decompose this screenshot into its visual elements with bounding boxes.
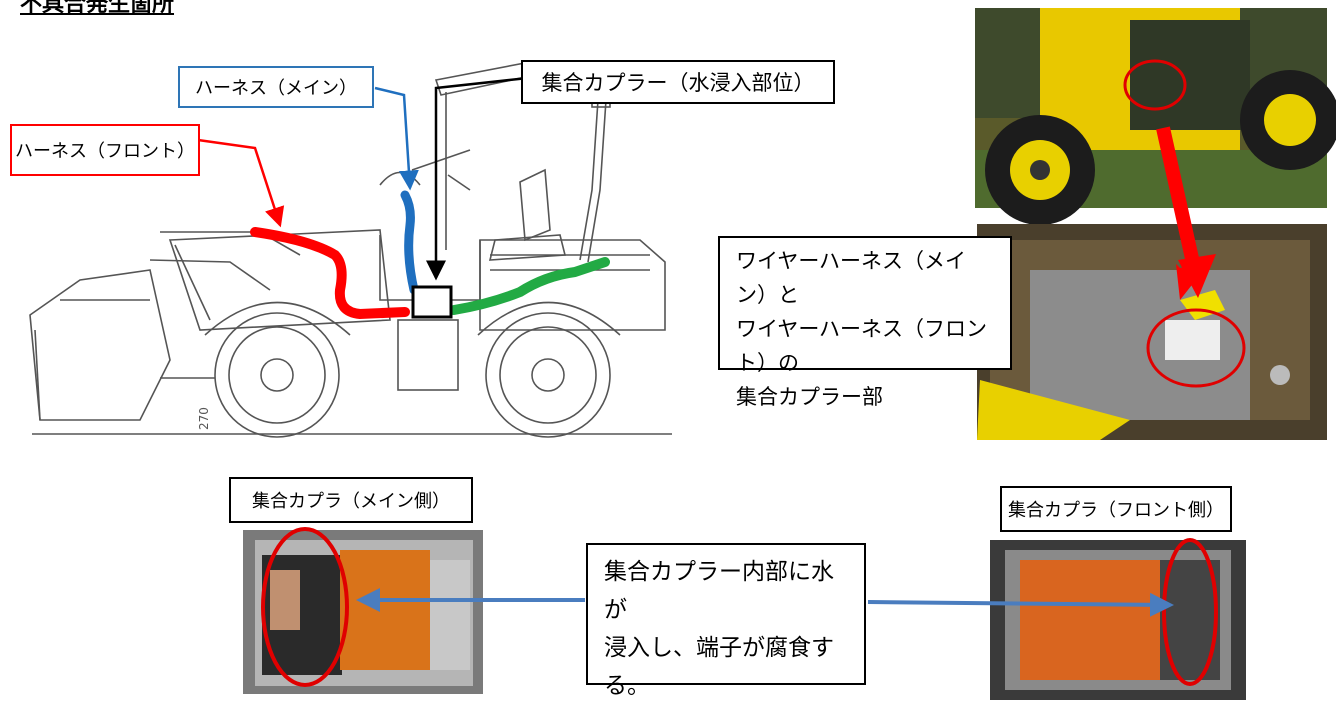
coupler-front-side-label: 集合カプラ（フロント側）	[1000, 486, 1232, 532]
coupler-front-side-photo	[990, 538, 1246, 700]
coupler-closeup-photo	[977, 224, 1327, 440]
harness-main-label: ハーネス（メイン）	[178, 66, 374, 108]
photo-callout-note: ワイヤーハーネス（メイン）と ワイヤーハーネス（フロント）の 集合カプラー部	[718, 236, 1012, 409]
coupler-pointer-line	[426, 76, 529, 281]
collective-coupler-label: 集合カプラー（水浸入部位）	[521, 60, 835, 104]
main-harness-path	[400, 190, 419, 295]
coupler-main-side-label: 集合カプラ（メイン側）	[229, 477, 473, 523]
loader-outline	[29, 61, 672, 438]
collective-coupler-marker	[411, 285, 453, 319]
location-arrow	[1156, 126, 1202, 274]
rear-harness-path	[449, 257, 610, 315]
harness-front-label: ハーネス（フロント）	[10, 124, 200, 176]
page-title: 不具合発生箇所	[20, 0, 175, 17]
loader-exterior-photo	[975, 8, 1336, 225]
front-harness-pointer-line	[197, 138, 285, 228]
coupler-main-side-photo	[243, 527, 483, 694]
arrow-to-front-side	[867, 592, 1174, 617]
main-harness-pointer-line	[374, 86, 419, 191]
front-harness-path	[250, 227, 410, 320]
dimension-text: 270	[197, 407, 211, 430]
corrosion-note: 集合カプラー内部に水が 浸入し、端子が腐食す る。	[586, 543, 866, 699]
